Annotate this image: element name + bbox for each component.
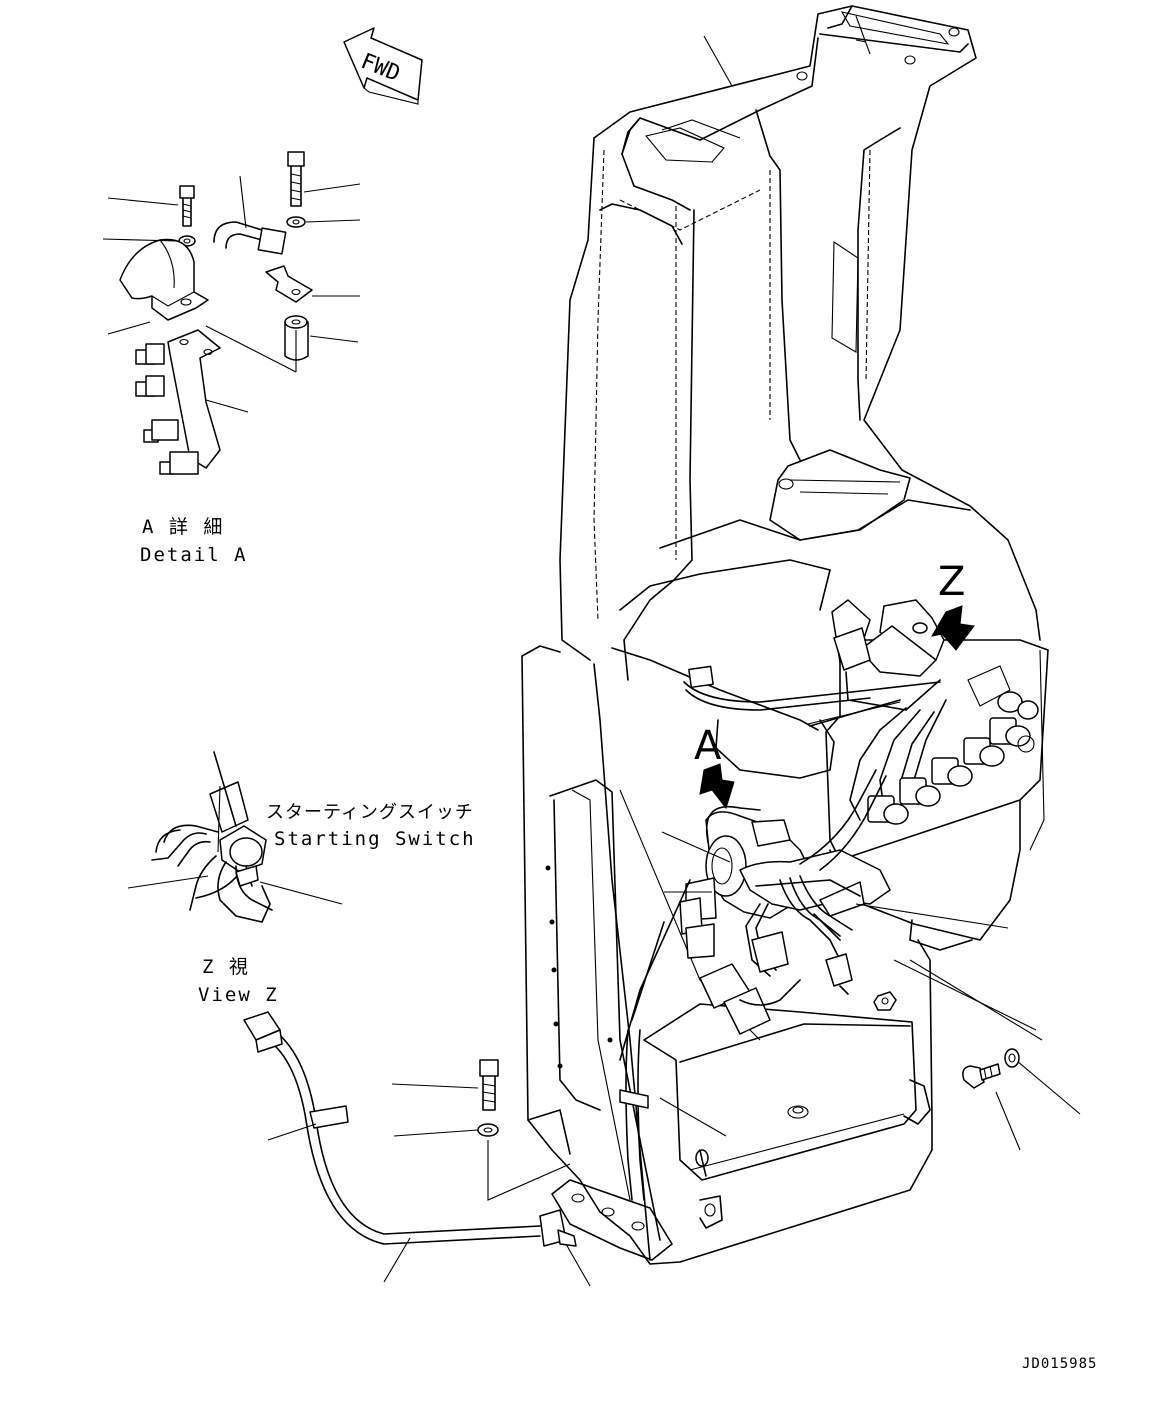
housing-rivets [545,865,613,1069]
view-z-title-en: View Z [198,984,279,1006]
view-z-title-jp: Z 視 [202,956,250,978]
detail-a-title-jp: A 詳 細 [142,516,225,538]
detail-a-title-en: Detail A [140,544,248,566]
drawing-code: JD015985 [1022,1356,1098,1372]
fwd-arrow: FWD [343,27,423,105]
starter-switch-harness [619,769,891,1061]
view-z-arrow [931,605,975,651]
view-a-arrow [699,763,735,810]
detail-a-drawing [102,151,361,475]
switch-row [867,665,1039,825]
view-a-marker: A [694,723,722,769]
lower-harness [243,1011,591,1287]
starting-switch-label-jp: スターティングスイッチ [266,802,474,823]
view-z-drawing [127,751,343,923]
console-assembly [521,5,1081,1265]
view-z-marker: Z [938,559,966,605]
starting-switch-label-en: Starting Switch [274,828,476,850]
